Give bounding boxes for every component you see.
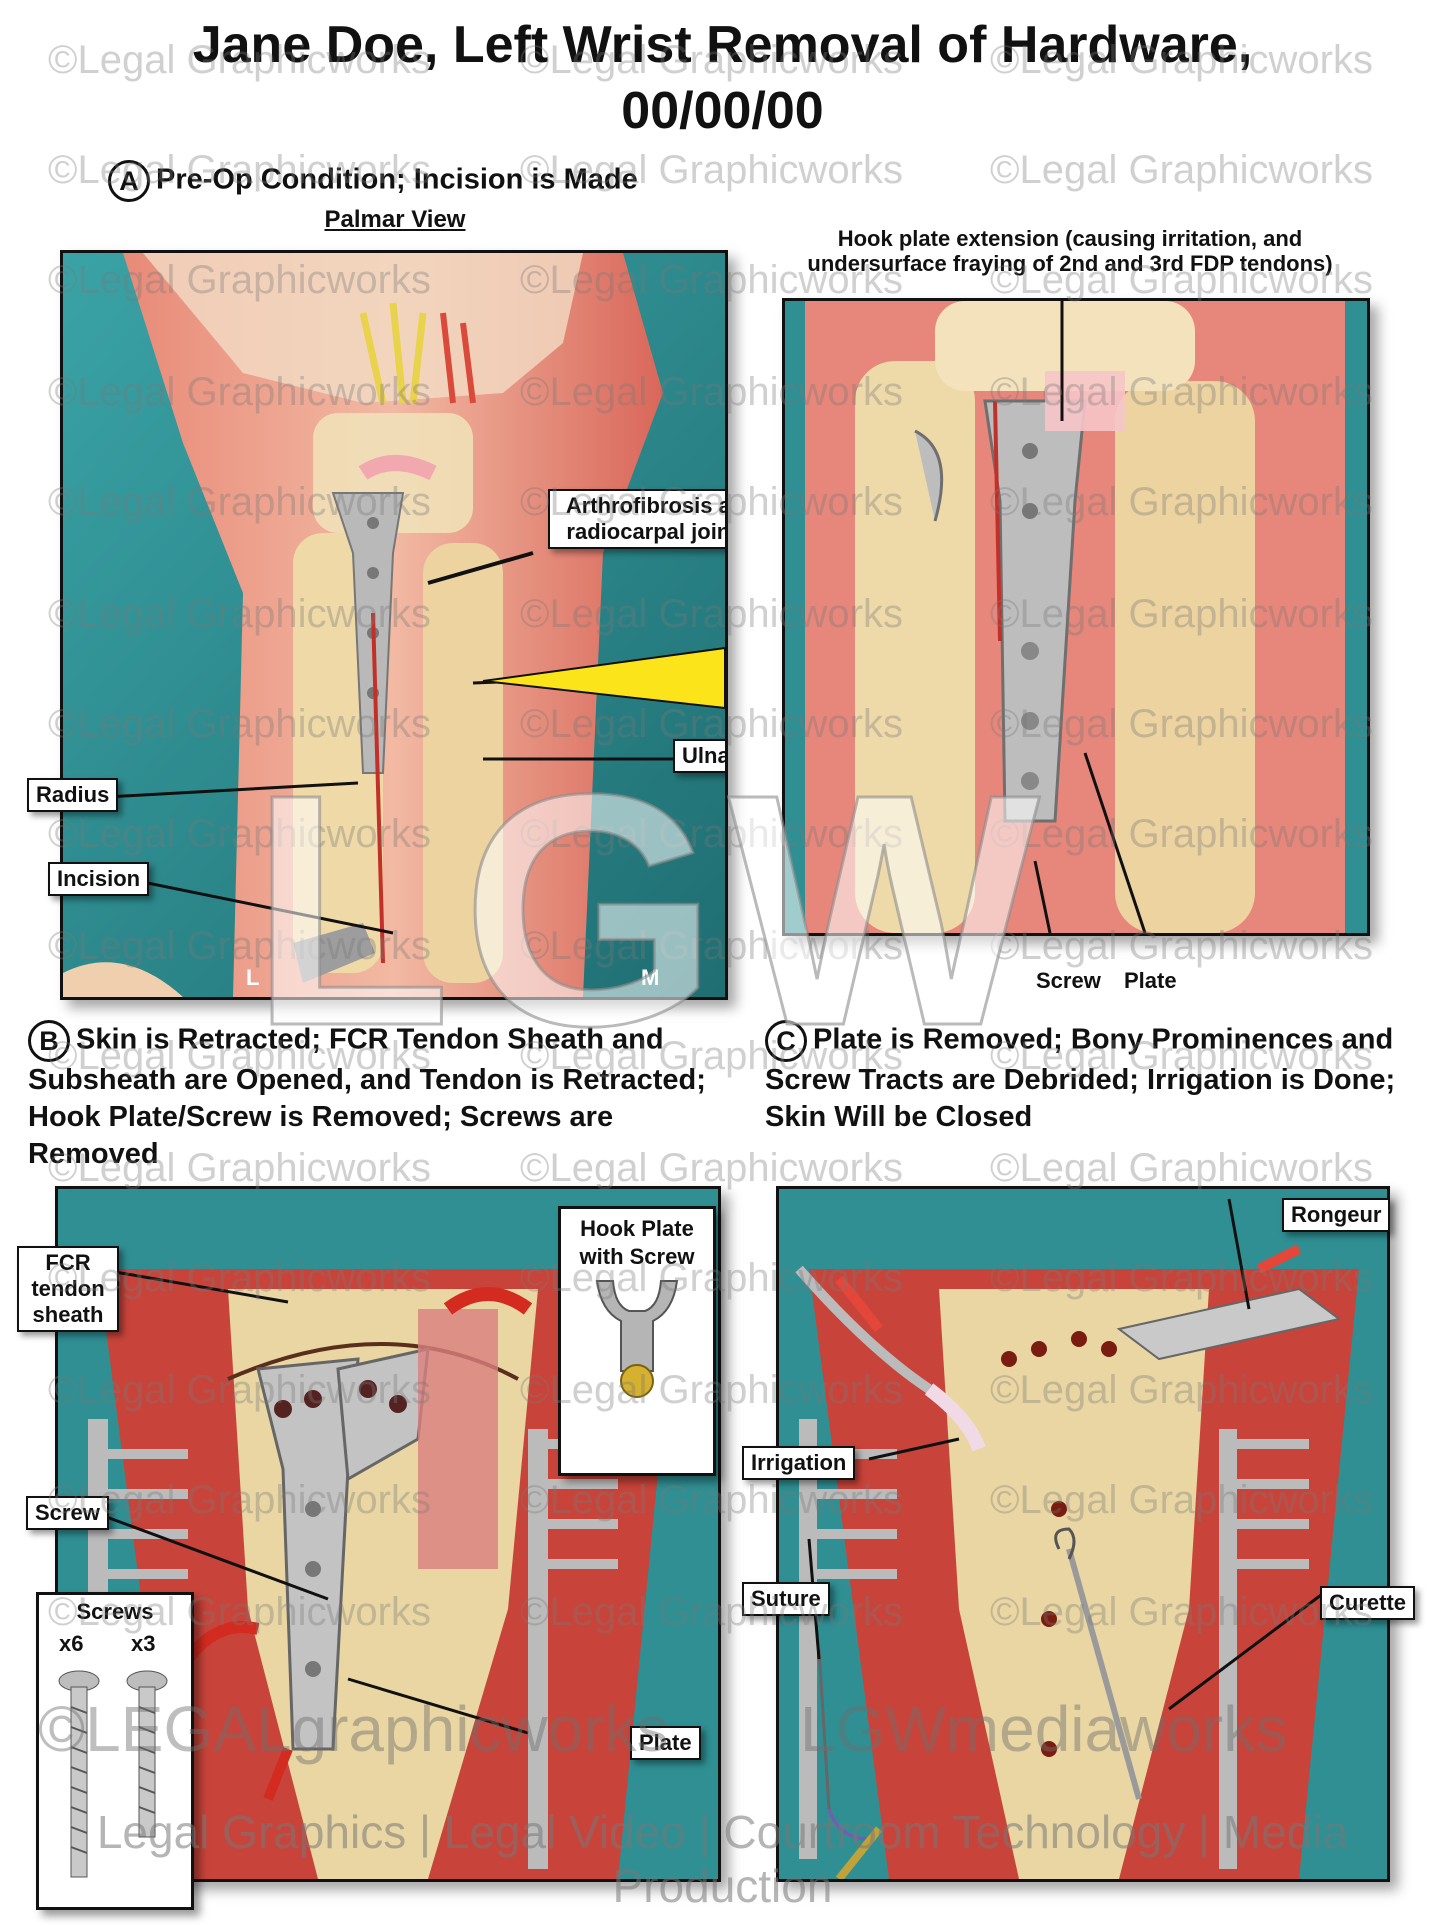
panel-a-inset-illustration bbox=[782, 298, 1370, 936]
incision-label: Incision bbox=[48, 862, 150, 896]
panel-a-wrist-illustration: Arthrofibrosis at radiocarpal joint Ulna… bbox=[60, 250, 728, 1000]
suture-label: Suture bbox=[742, 1582, 830, 1616]
section-a-heading-text: Pre-Op Condition; Incision is Made bbox=[156, 163, 638, 196]
palmar-view-label: Palmar View bbox=[324, 206, 466, 233]
legal-graphicworks-brand: ©LEGALgraphicworks bbox=[38, 1693, 669, 1765]
screws-count-x3: x3 bbox=[131, 1631, 156, 1656]
plate-label: Plate bbox=[630, 1726, 701, 1760]
section-c-letter: C bbox=[765, 1020, 807, 1062]
hook-plate-label: Hook Plate with Screw bbox=[579, 1216, 695, 1269]
hook-plate-icon bbox=[595, 1280, 679, 1398]
hook-plate-extension-note: Hook plate extension (causing irritation… bbox=[807, 226, 1333, 276]
page-title: Jane Doe, Left Wrist Removal of Hardware… bbox=[192, 16, 1253, 74]
watermark-text: ©Legal Graphicworks bbox=[990, 1146, 1373, 1190]
panel-c-surgery-illustration bbox=[776, 1186, 1390, 1882]
watermark-text: ©Legal Graphicworks bbox=[990, 148, 1373, 192]
lgw-logo-watermark: LGW bbox=[249, 724, 1050, 1096]
side-l-marker: L bbox=[246, 965, 260, 990]
page-date: 00/00/00 bbox=[621, 82, 824, 140]
inset-screw-label: Screw bbox=[1036, 968, 1101, 993]
rongeur-label: Rongeur bbox=[1282, 1198, 1391, 1232]
panel-a-art bbox=[63, 253, 725, 997]
lgw-mediaworks-brand: LGWmediaworks bbox=[800, 1693, 1288, 1765]
screws-inset-box: Screws x6 x3 bbox=[36, 1592, 194, 1910]
footer-tagline: Legal Graphics | Legal Video | Courtroom… bbox=[96, 1806, 1349, 1912]
fcr-tendon-sheath-label: FCR tendon sheath bbox=[17, 1246, 119, 1332]
screws-icon bbox=[58, 1670, 168, 1878]
panel-c-art bbox=[779, 1189, 1387, 1879]
screws-count-x6: x6 bbox=[59, 1631, 84, 1656]
screw-label: Screw bbox=[26, 1496, 109, 1530]
screws-title: Screws bbox=[76, 1599, 154, 1624]
curette-label: Curette bbox=[1320, 1586, 1416, 1620]
section-c-heading-text: Plate is Removed; Bony Prominences and S… bbox=[765, 1023, 1396, 1133]
section-b-letter: B bbox=[28, 1020, 70, 1062]
ulna-label: Ulna bbox=[673, 739, 725, 773]
section-b-heading-text: Skin is Retracted; FCR Tendon Sheath and… bbox=[28, 1023, 706, 1170]
arthrofibrosis-label: Arthrofibrosis at radiocarpal joint bbox=[548, 489, 725, 549]
irrigation-label: Irrigation bbox=[742, 1446, 856, 1480]
panel-a-inset-art bbox=[785, 301, 1367, 933]
inset-plate-label: Plate bbox=[1124, 968, 1177, 993]
side-m-marker: M bbox=[641, 965, 660, 990]
radius-label: Radius bbox=[27, 778, 119, 812]
panel-b-art bbox=[58, 1189, 718, 1879]
panel-b-surgery-illustration bbox=[55, 1186, 721, 1882]
section-a-letter: A bbox=[108, 160, 150, 202]
hook-plate-inset-box: Hook Plate with Screw bbox=[558, 1206, 716, 1476]
